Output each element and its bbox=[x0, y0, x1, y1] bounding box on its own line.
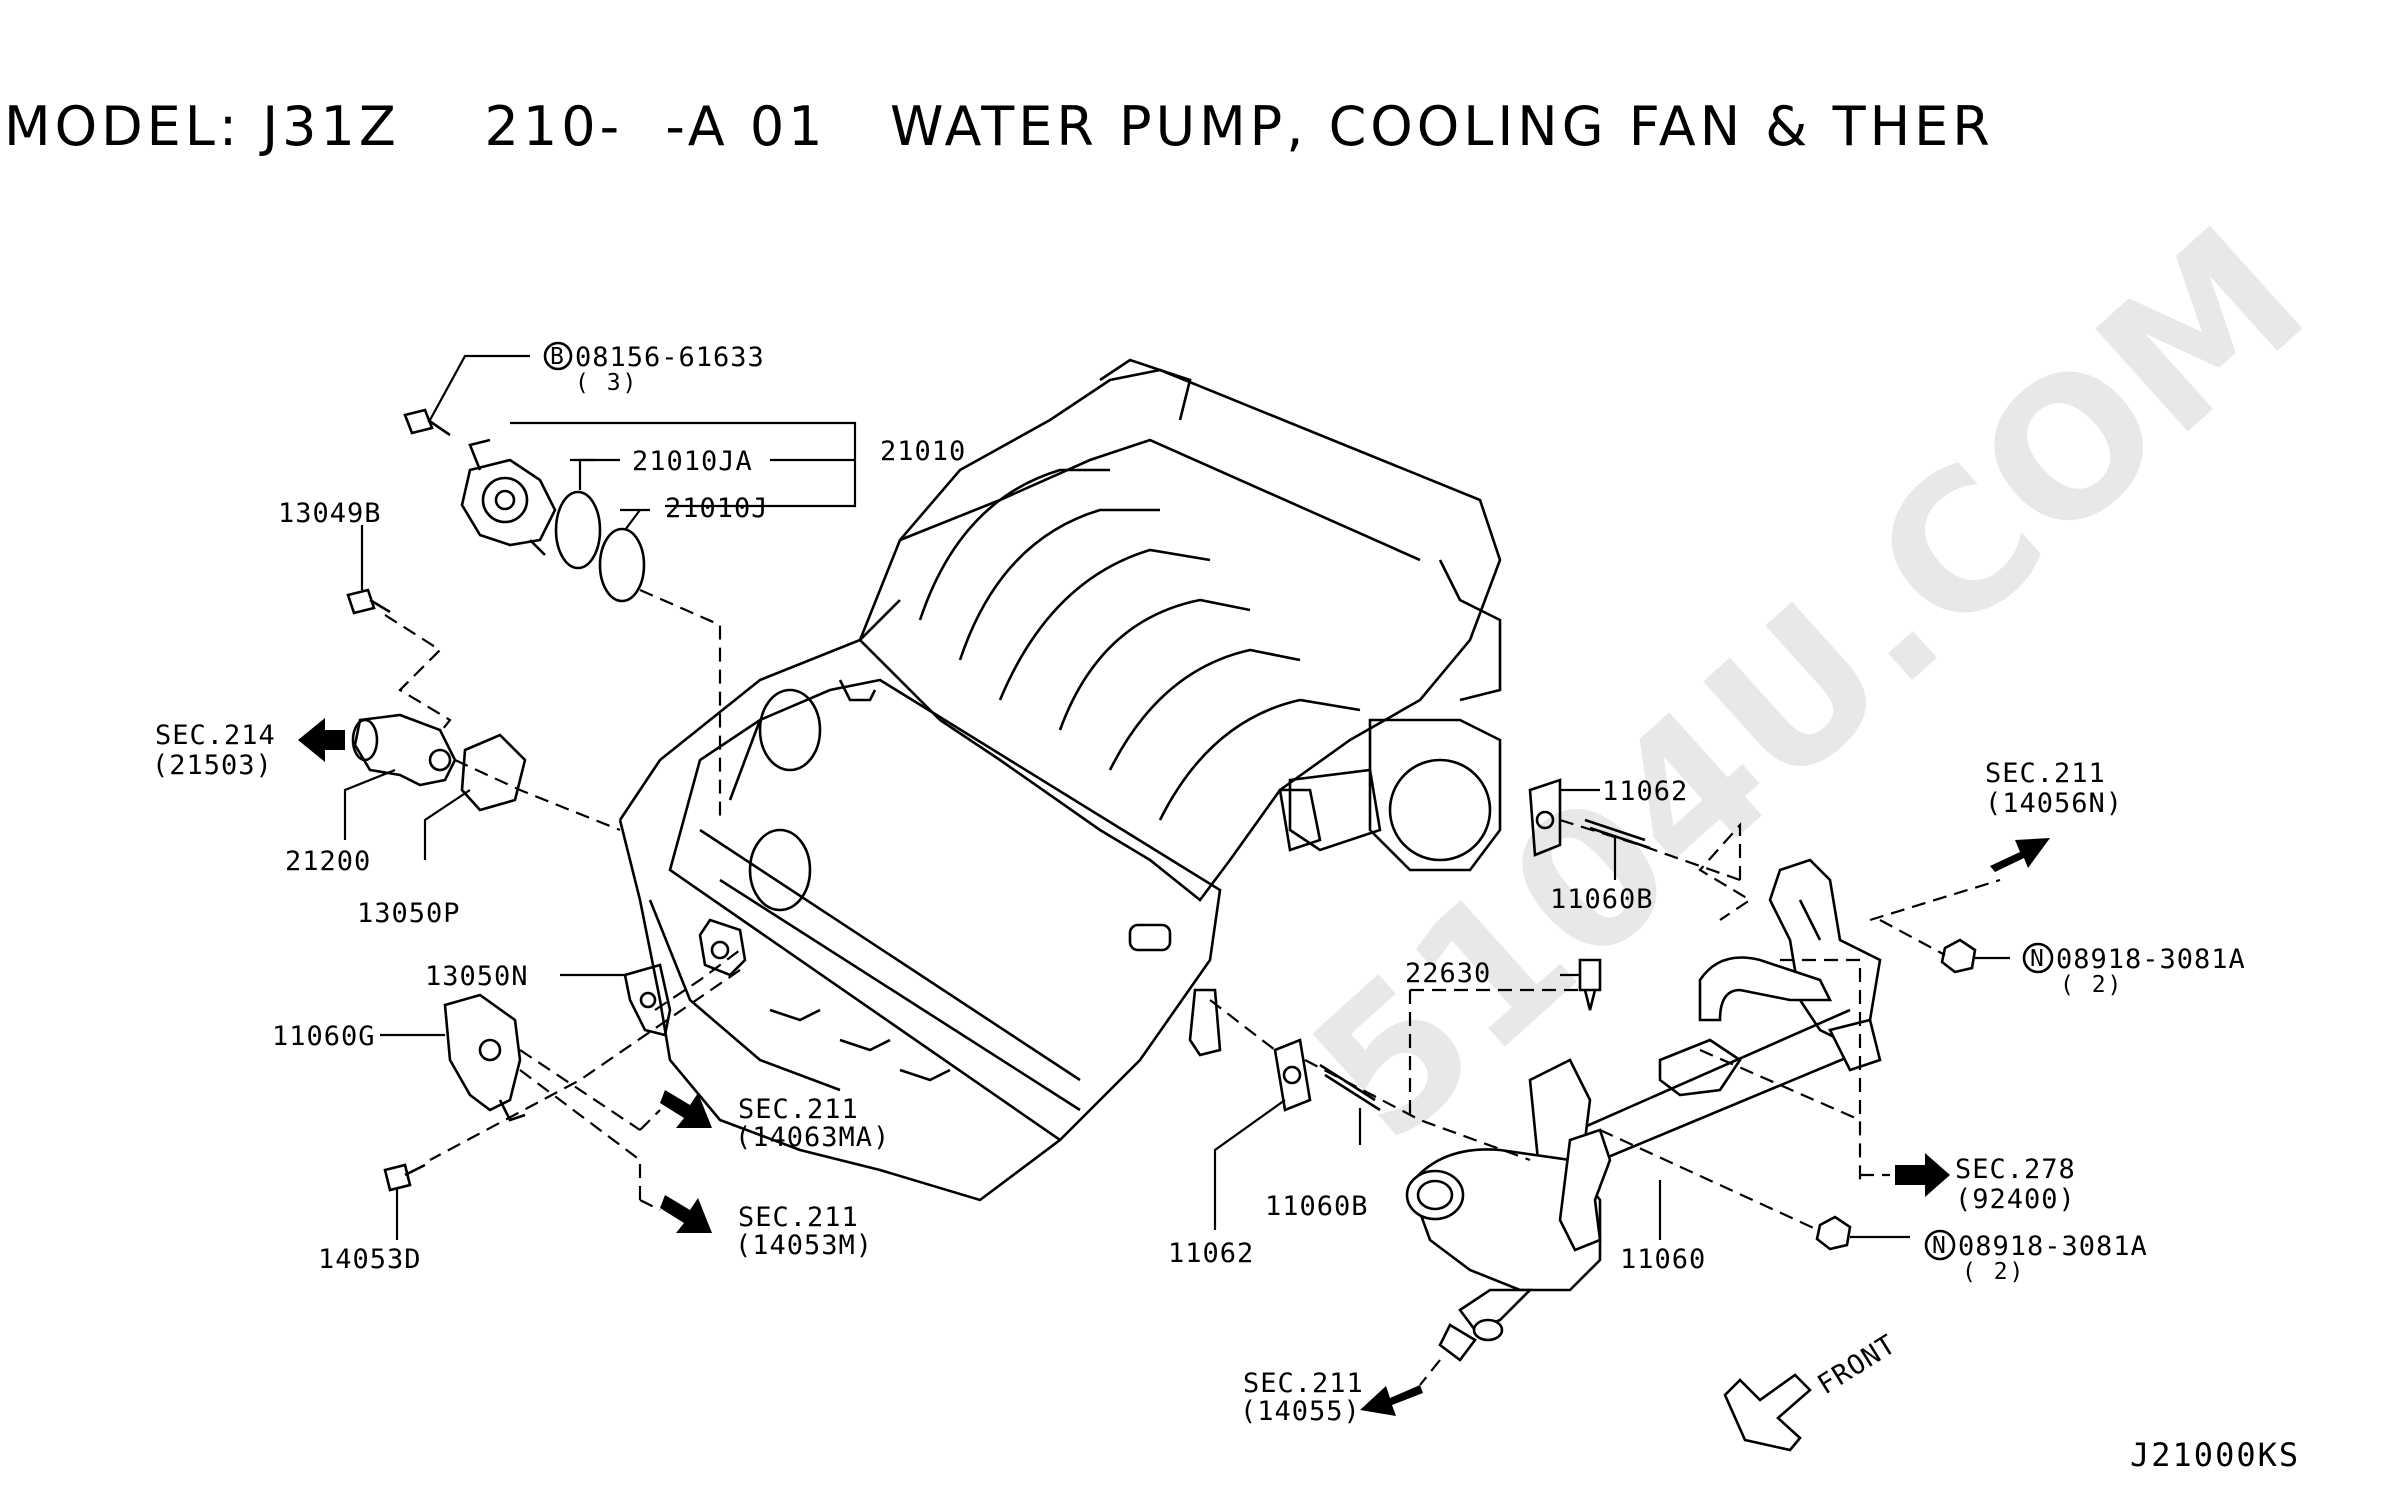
arrow-sec211-14053m bbox=[660, 1195, 712, 1233]
water-outlet-11060g bbox=[443, 993, 526, 1122]
label-13049b: 13049B bbox=[278, 498, 382, 529]
label-22630: 22630 bbox=[1405, 958, 1491, 989]
arrow-sec211-14055 bbox=[1360, 1385, 1423, 1416]
prefix-n-bottom: N bbox=[1932, 1233, 1948, 1259]
label-11062-top: 11062 bbox=[1602, 776, 1688, 807]
prefix-b-circle bbox=[543, 341, 573, 371]
label-sec214-ref: (21503) bbox=[152, 750, 273, 781]
gasket-11062-top bbox=[1528, 778, 1562, 857]
label-nut-top: 08918-3081A bbox=[2056, 944, 2246, 975]
label-sec278-ref: (92400) bbox=[1955, 1184, 2076, 1215]
label-sec211-d: SEC.211 bbox=[1243, 1368, 1364, 1399]
label-21010ja: 21010JA bbox=[632, 446, 753, 477]
label-sec211-c-ref: (14056N) bbox=[1985, 788, 2123, 819]
thermostat-gasket-13050p bbox=[460, 733, 527, 812]
label-sec214: SEC.214 bbox=[155, 720, 276, 751]
water-pump-gasket-ja bbox=[554, 490, 602, 570]
arrow-sec211-14063ma bbox=[660, 1090, 712, 1128]
label-nut-bottom-qty: ( 2) bbox=[1962, 1259, 2025, 1285]
label-11060g: 11060G bbox=[272, 1021, 376, 1052]
label-sec211-b: SEC.211 bbox=[738, 1202, 859, 1233]
arrow-sec278 bbox=[1895, 1153, 1950, 1197]
label-21010: 21010 bbox=[880, 436, 966, 467]
prefix-b: B bbox=[550, 344, 566, 370]
label-13050p: 13050P bbox=[357, 898, 461, 929]
label-sec211-d-ref: (14055) bbox=[1240, 1396, 1361, 1427]
water-pump bbox=[460, 438, 557, 556]
prefix-n-circle-bottom bbox=[1924, 1229, 1956, 1261]
temp-sensor-22630 bbox=[1578, 958, 1602, 1011]
thermostat-housing-21200 bbox=[351, 713, 457, 787]
label-11060: 11060 bbox=[1620, 1244, 1706, 1275]
nut-08918-top bbox=[1940, 938, 1977, 974]
front-label: FRONT bbox=[1812, 1329, 1902, 1401]
gasket-13050n bbox=[623, 963, 672, 1037]
bolt-13049b bbox=[346, 588, 391, 615]
label-sec211-b-ref: (14053M) bbox=[735, 1230, 873, 1261]
water-pipe-11060 bbox=[1405, 858, 1882, 1362]
label-sec278: SEC.278 bbox=[1955, 1154, 2076, 1185]
gasket-11062-bottom bbox=[1273, 1038, 1312, 1112]
bolt-14053d bbox=[383, 1163, 426, 1192]
label-21200: 21200 bbox=[285, 846, 371, 877]
label-13050n: 13050N bbox=[425, 961, 529, 992]
label-21010j: 21010J bbox=[665, 493, 769, 524]
front-direction-arrow bbox=[1723, 1373, 1812, 1452]
diagram-code: J21000KS bbox=[2130, 1436, 2300, 1474]
label-sec211-a: SEC.211 bbox=[738, 1094, 859, 1125]
nut-08918-bottom bbox=[1815, 1215, 1852, 1251]
engine-block bbox=[618, 358, 1502, 1202]
arrow-sec214 bbox=[298, 718, 345, 762]
prefix-n-top: N bbox=[2030, 946, 2046, 972]
label-sec211-c: SEC.211 bbox=[1985, 758, 2106, 789]
label-sec211-a-ref: (14063MA) bbox=[735, 1122, 890, 1153]
label-nut-top-qty: ( 2) bbox=[2060, 972, 2123, 998]
label-08156-61633: 08156-61633 bbox=[575, 342, 765, 373]
diagram-title: MODEL: J31Z 210- -A 01 WATER PUMP, COOLI… bbox=[4, 95, 1994, 158]
stud-11060b-top bbox=[1584, 818, 1651, 850]
label-11062-bottom: 11062 bbox=[1168, 1238, 1254, 1269]
arrow-sec211-14056n bbox=[1990, 838, 2050, 872]
label-11060b-top: 11060B bbox=[1550, 884, 1654, 915]
water-pump-gasket-j bbox=[598, 527, 646, 603]
bolt-08156 bbox=[403, 408, 451, 437]
label-11060b-bottom: 11060B bbox=[1265, 1191, 1369, 1222]
label-nut-bottom: 08918-3081A bbox=[1958, 1231, 2148, 1262]
label-08156-qty: ( 3) bbox=[575, 370, 638, 396]
label-14053d: 14053D bbox=[318, 1244, 422, 1275]
prefix-n-circle-top bbox=[2022, 942, 2054, 974]
